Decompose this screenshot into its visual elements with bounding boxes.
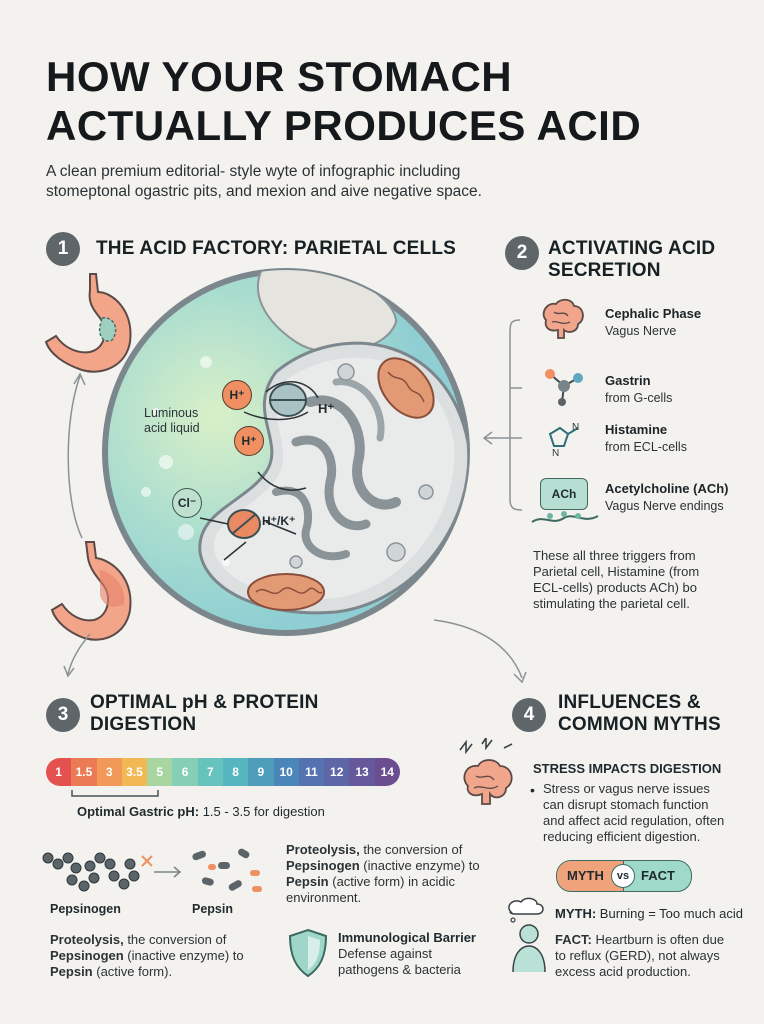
trigger-4-sub: Vagus Nerve endings [605,499,724,513]
myth-line: MYTH: Burning = Too much acid [555,906,743,921]
trigger-1-sub: Vagus Nerve [605,324,677,338]
myth-vs-fact-pill: MYTH vs FACT [556,860,692,892]
svg-text:N: N [552,448,559,458]
proteolysis-right-t2: (inactive enzyme) to [359,858,480,873]
ph-cell: 5 [147,758,173,786]
barrier-text: Defense against pathogens & bacteria [338,946,461,977]
trigger-bracket [482,319,523,511]
thinking-person-icon [508,897,546,973]
ph-cell: 8 [222,758,249,786]
trigger-4-title: Acetylcholine (ACh) [605,481,729,496]
stomach-top-icon [44,273,132,373]
ph-cell: 11 [298,758,325,786]
proteolysis-left-t3: (active form). [92,964,173,979]
trigger-3-sub: from ECL-cells [605,440,687,454]
trigger-2-sub: from G-cells [605,391,673,405]
pepsinogen-label: Pepsinogen [50,902,121,916]
section-4-title: INFLUENCES & COMMON MYTHS [558,692,721,735]
cycle-arrow-left [67,372,86,539]
optimal-range-bracket [71,790,159,797]
trigger-2-title: Gastrin [605,373,651,388]
fact-word: FACT [641,868,675,883]
myth-text: Burning = Too much acid [599,906,744,921]
ph-cell: 12 [324,758,350,786]
proteolysis-left-t2: (inactive enzyme) to [123,948,244,963]
bullet-dot: • [530,782,535,798]
proteolysis-left-t1: the conversion of [123,932,227,947]
optimal-ph-label: Optimal Gastric pH: [77,804,200,819]
ph-cell: 3.5 [121,758,148,786]
section-1-badge: 1 [46,232,80,266]
pepsinogen-to-pepsin-illustration [42,848,262,892]
section-1-title: THE ACID FACTORY: PARIETAL CELLS [96,238,457,259]
fact-line: FACT: Heartburn is often due to reflux (… [555,932,735,980]
proteolysis-left-b1: Proteolysis, [50,932,124,947]
myth-label: MYTH: [555,906,597,921]
ion-h-2: H⁺ [234,426,264,456]
stressed-brain-icon [459,738,513,805]
ion-h-1: H⁺ [222,380,252,410]
ph-cell: 7 [197,758,223,786]
fact-label: FACT: [555,932,592,947]
section-3-title: OPTIMAL pH & PROTEIN DIGESTION [90,692,319,735]
proteolysis-left-text: Proteolysis, the conversion of Pepsinoge… [50,932,280,980]
vs-badge: vs [611,864,635,888]
proteolysis-left-b3: Pepsin [50,964,93,979]
optimal-ph-value: 1.5 - 3.5 for digestion [202,804,325,819]
lumen-label: Luminous acid liquid [144,406,200,435]
proteolysis-right-b1: Proteolysis, [286,842,360,857]
stomach-bottom-icon [50,541,132,641]
svg-text:N: N [572,422,579,433]
ach-icon: ACh [540,478,588,510]
ion-h-out-label: H⁺ [318,401,335,416]
arrow-to-section-4 [433,619,527,684]
section-2-title: ACTIVATING ACID SECRETION [548,238,716,281]
barrier-title: Immunological Barrier [338,930,476,945]
ph-cell: 14 [374,758,400,786]
pepsin-label: Pepsin [192,902,233,916]
ion-cl: Cl⁻ [172,488,202,518]
proteolysis-right-b3: Pepsin [286,874,329,889]
section-2-badge: 2 [505,236,539,270]
histamine-icon: N N [548,422,579,458]
molecule-icon [545,369,583,406]
fact-text: Heartburn is often due to reflux (GERD),… [555,932,725,979]
parietal-cell-illustration [102,268,470,636]
proteolysis-right-t3: (active form) in acidic environment. [286,874,456,905]
ph-cell: 13 [349,758,375,786]
ph-cell: 6 [172,758,198,786]
ph-cell: 1.5 [71,758,97,786]
ion-hk-label: H⁺/K⁺ [262,514,296,528]
proteolysis-right-text: Proteolysis, the conversion of Pepsinoge… [286,842,506,906]
page-subtitle: A clean premium editorial- style wyte of… [46,163,482,200]
proteolysis-right-t1: the conversion of [359,842,463,857]
shield-icon [288,928,328,978]
section-4-badge: 4 [512,698,546,732]
proteolysis-left-b2: Pepsinogen [50,948,124,963]
stress-title: STRESS IMPACTS DIGESTION [533,761,722,776]
brain-icon [542,298,584,339]
ph-cell: 9 [248,758,274,786]
proteolysis-right-b2: Pepsinogen [286,858,360,873]
section-3-badge: 3 [46,698,80,732]
stress-text: Stress or vagus nerve issues can disrupt… [543,781,725,844]
arrow-to-section-3 [63,633,91,678]
ph-cell: 3 [96,758,122,786]
myth-word: MYTH [567,868,604,883]
trigger-3-title: Histamine [605,422,668,437]
trigger-note: These all three triggers from Parietal c… [533,548,700,611]
ph-cell: 10 [273,758,299,786]
optimal-ph-text: Optimal Gastric pH: 1.5 - 3.5 for digest… [77,804,325,819]
page-title: HOW YOUR STOMACH ACTUALLY PRODUCES ACID [46,53,642,149]
ph-cell: 1 [46,758,72,786]
nerve-ending-icon [531,511,599,523]
trigger-1-title: Cephalic Phase [605,306,702,321]
